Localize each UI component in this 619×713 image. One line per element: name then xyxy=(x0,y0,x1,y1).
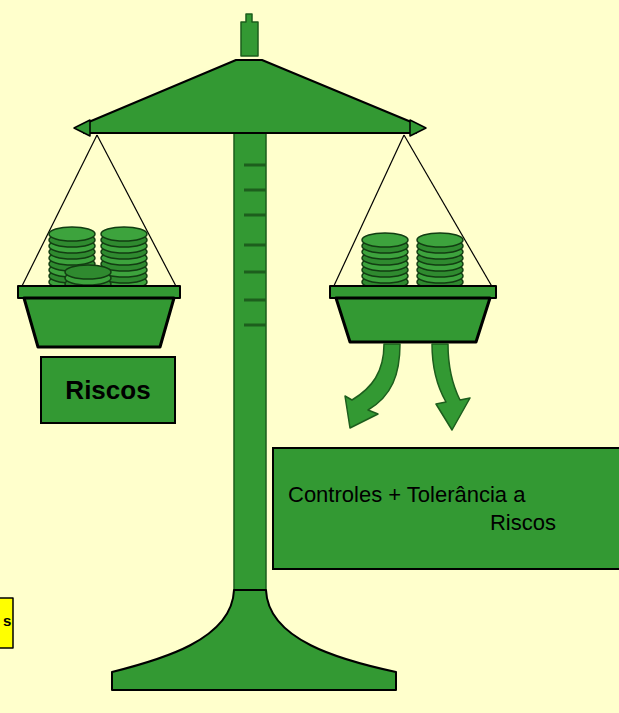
beam-tip xyxy=(410,120,426,136)
coin xyxy=(417,233,463,247)
beam-tip xyxy=(74,120,90,136)
coin xyxy=(362,233,408,247)
risk-box: Riscos xyxy=(40,356,176,424)
pan-rim xyxy=(330,286,496,298)
note-box xyxy=(0,598,13,648)
coin xyxy=(101,227,147,241)
pan xyxy=(24,298,174,347)
coin xyxy=(49,227,95,241)
pan xyxy=(336,298,490,342)
pillar-notches xyxy=(244,165,266,325)
base xyxy=(112,590,396,690)
box-text: Riscos xyxy=(65,374,150,407)
box-text: Controles + Tolerância a Riscos xyxy=(288,481,556,536)
control-box: Controles + Tolerância a Riscos xyxy=(272,447,619,570)
finial xyxy=(241,14,258,56)
pillar xyxy=(234,104,266,604)
note-text: s xyxy=(3,612,11,629)
pan-rim xyxy=(18,286,180,298)
down-arrow xyxy=(432,344,470,430)
coin xyxy=(65,265,111,279)
beam xyxy=(84,60,416,133)
down-arrow xyxy=(345,344,400,428)
pan-strings xyxy=(20,135,494,290)
